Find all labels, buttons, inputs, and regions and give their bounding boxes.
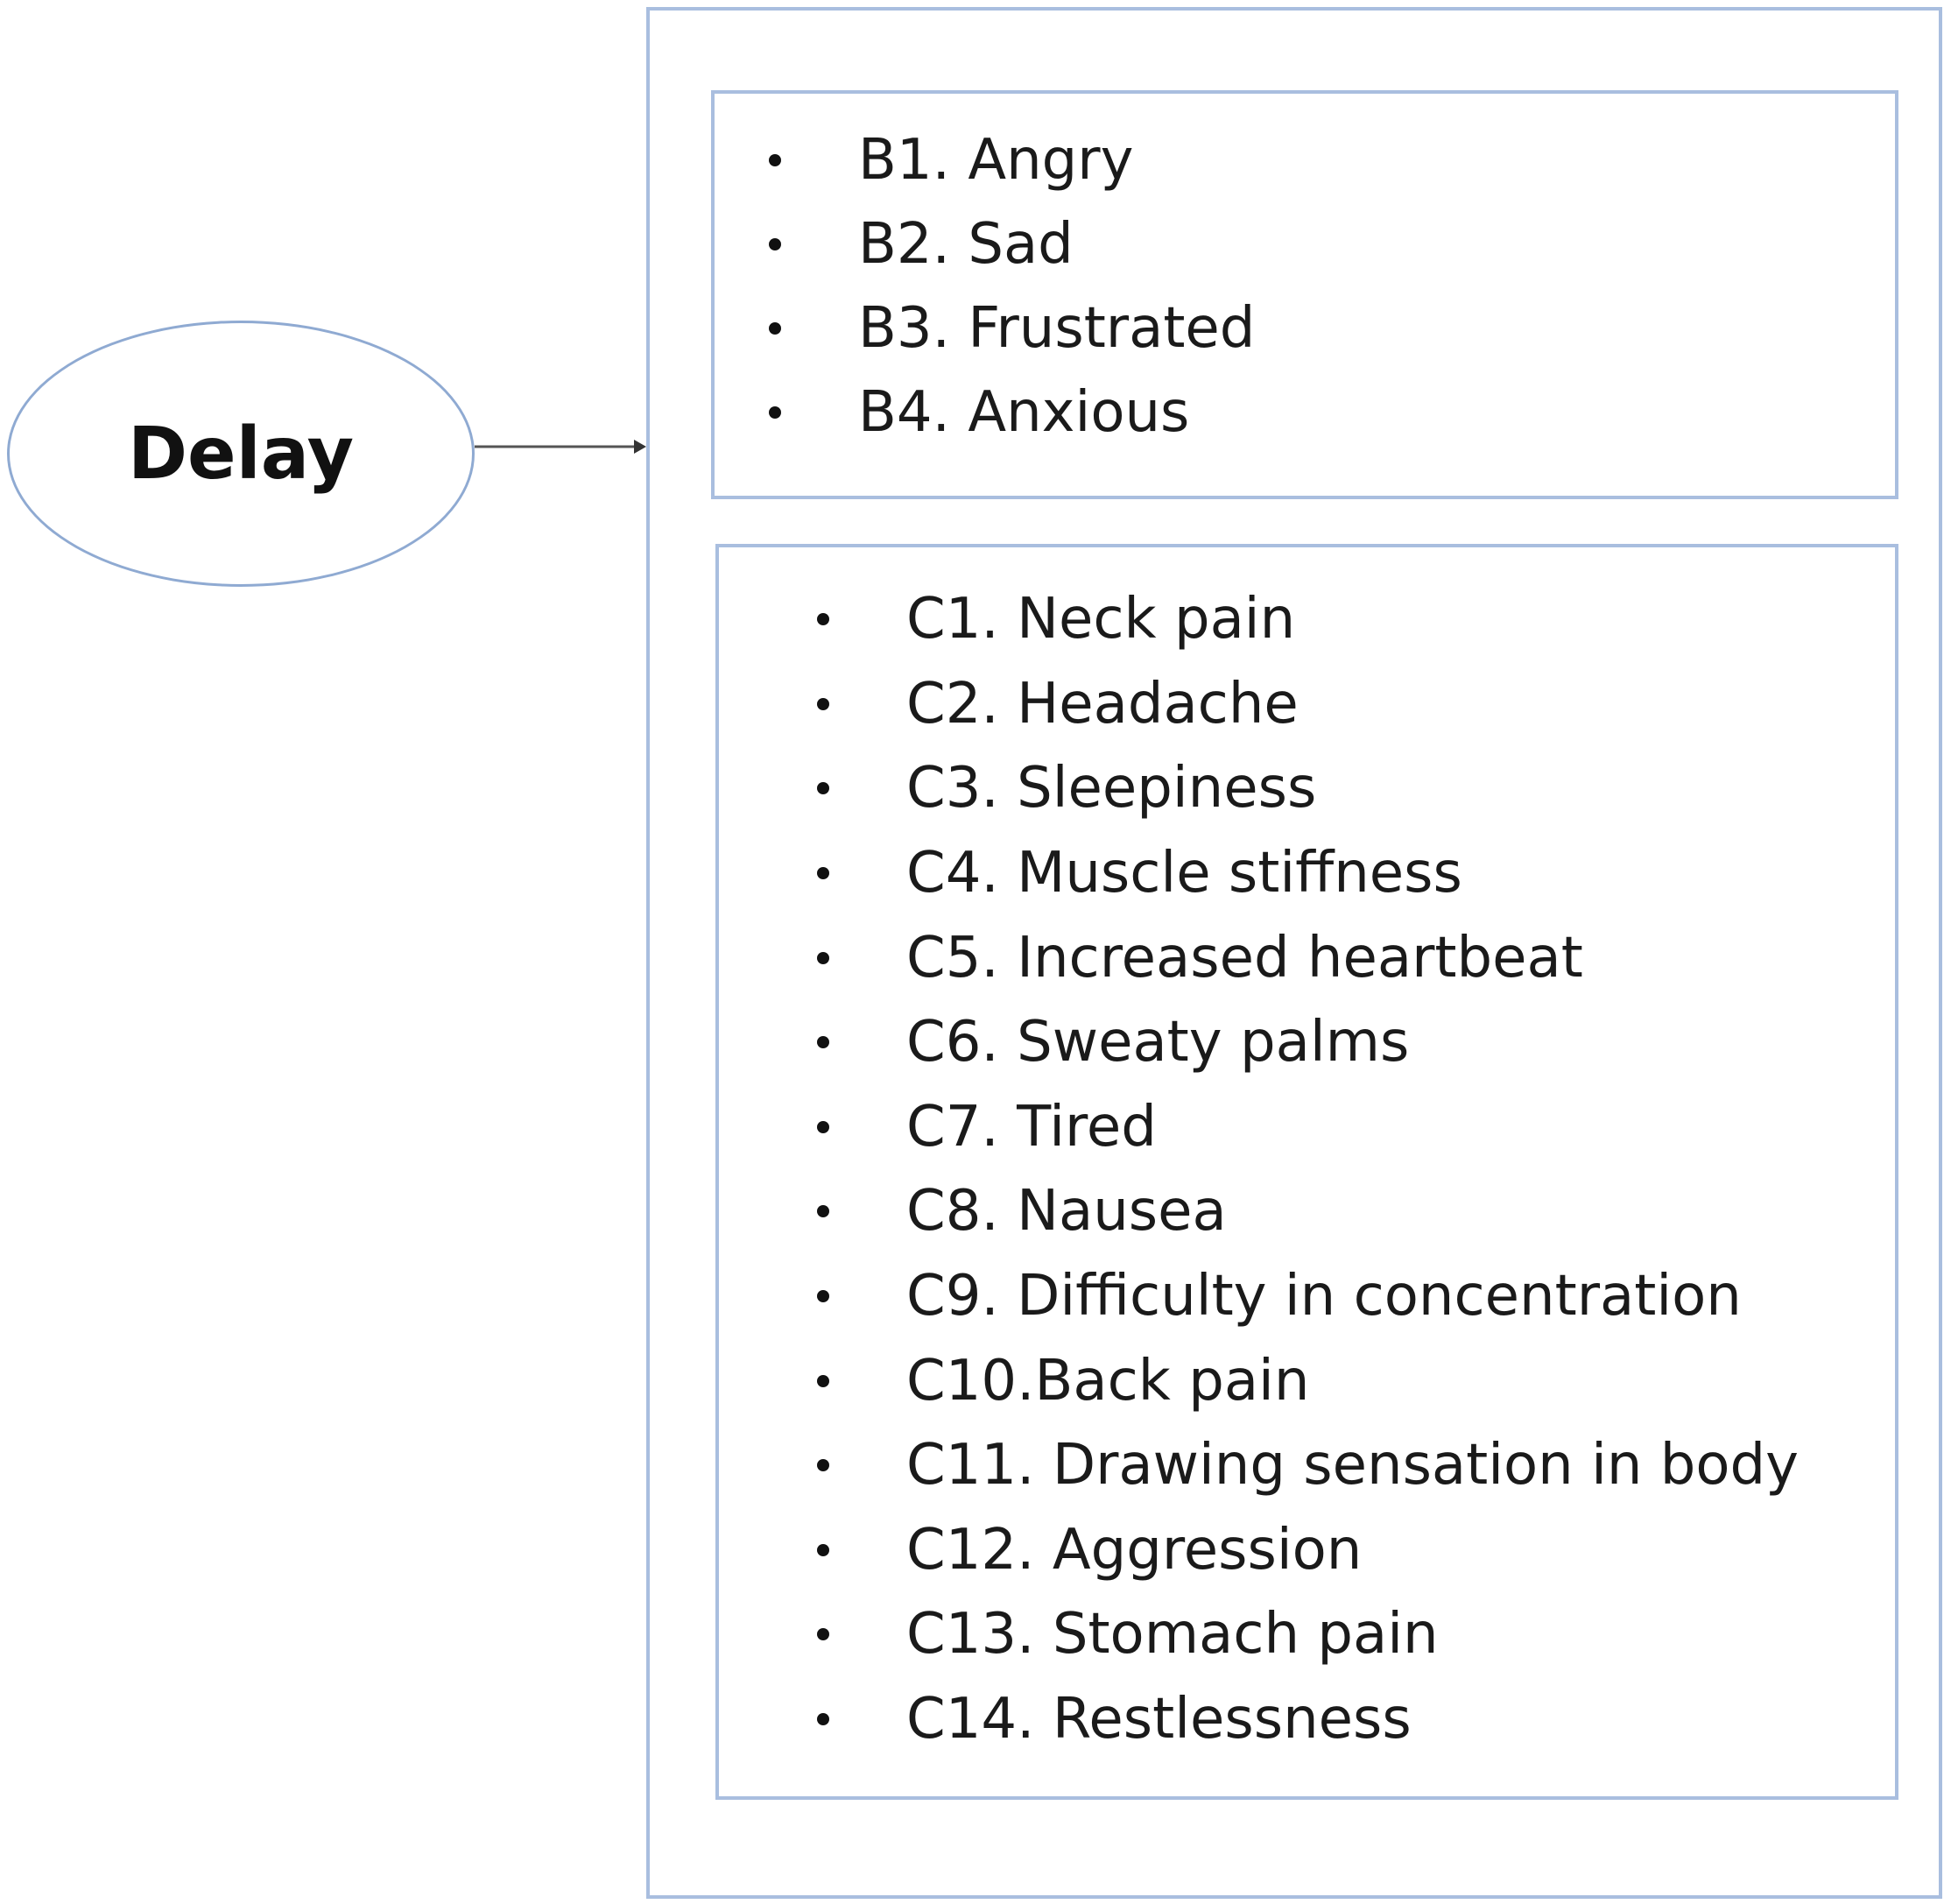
bullet-icon (817, 613, 829, 626)
bullet-icon (817, 1459, 829, 1472)
list-item-label: C3. Sleepiness (906, 756, 1317, 822)
list-item-label: C6. Sweaty palms (906, 1010, 1410, 1075)
list-item-label: C14. Restlessness (906, 1687, 1412, 1752)
list-item: C9. Difficulty in concentration (817, 1254, 1799, 1339)
bullet-icon (817, 1543, 829, 1556)
outcomes-container (646, 7, 1942, 1899)
bullet-icon (817, 1120, 829, 1133)
list-item: C6. Sweaty palms (817, 1000, 1799, 1085)
bullet-icon (817, 1290, 829, 1303)
list-item: C5. Increased heartbeat (817, 915, 1799, 1000)
list-item: C13. Stomach pain (817, 1592, 1799, 1677)
bullet-icon (769, 406, 781, 419)
bullet-icon (769, 322, 781, 335)
list-item: B4. Anxious (769, 370, 1255, 455)
list-item: B1. Angry (769, 118, 1255, 202)
list-item: C3. Sleepiness (817, 746, 1799, 831)
delay-node: Delay (7, 321, 475, 587)
list-item-label: C10.Back pain (906, 1348, 1310, 1414)
list-item: C4. Muscle stiffness (817, 831, 1799, 916)
list-item: C7. Tired (817, 1085, 1799, 1170)
bullet-icon (769, 238, 781, 250)
bullet-icon (817, 697, 829, 710)
bullet-icon (817, 867, 829, 880)
list-item-label: B1. Angry (858, 128, 1134, 193)
list-item: C10.Back pain (817, 1338, 1799, 1423)
list-item-label: C2. Headache (906, 671, 1299, 737)
group-b-box: B1. Angry B2. Sad B3. Frustrated B4. Anx… (711, 90, 1898, 499)
group-c-box: C1. Neck pain C2. Headache C3. Sleepines… (715, 544, 1898, 1800)
delay-node-label: Delay (127, 412, 355, 496)
list-item-label: C5. Increased heartbeat (906, 925, 1583, 991)
list-item-label: B2. Sad (858, 212, 1074, 277)
bullet-icon (817, 782, 829, 795)
list-item-label: C13. Stomach pain (906, 1602, 1439, 1668)
group-b-list: B1. Angry B2. Sad B3. Frustrated B4. Anx… (769, 118, 1255, 455)
list-item: C12. Aggression (817, 1508, 1799, 1593)
list-item-label: C1. Neck pain (906, 587, 1296, 652)
bullet-icon (817, 1205, 829, 1218)
bullet-icon (817, 1036, 829, 1049)
list-item: C8. Nausea (817, 1169, 1799, 1254)
list-item-label: C7. Tired (906, 1094, 1157, 1160)
list-item-label: B3. Frustrated (858, 296, 1256, 361)
list-item-label: C9. Difficulty in concentration (906, 1264, 1742, 1329)
list-item: C2. Headache (817, 662, 1799, 747)
list-item: C1. Neck pain (817, 577, 1799, 662)
list-item: B3. Frustrated (769, 286, 1255, 370)
list-item: C14. Restlessness (817, 1677, 1799, 1762)
group-c-list: C1. Neck pain C2. Headache C3. Sleepines… (817, 577, 1799, 1761)
list-item-label: B4. Anxious (858, 380, 1190, 445)
connector-arrow (475, 440, 646, 454)
list-item: B2. Sad (769, 202, 1255, 286)
list-item-label: C12. Aggression (906, 1517, 1363, 1583)
bullet-icon (817, 1374, 829, 1387)
bullet-icon (769, 154, 781, 166)
list-item-label: C4. Muscle stiffness (906, 841, 1462, 906)
list-item: C11. Drawing sensation in body (817, 1423, 1799, 1508)
list-item-label: C11. Drawing sensation in body (906, 1433, 1800, 1499)
bullet-icon (817, 951, 829, 964)
bullet-icon (817, 1628, 829, 1641)
bullet-icon (817, 1713, 829, 1726)
list-item-label: C8. Nausea (906, 1179, 1227, 1245)
